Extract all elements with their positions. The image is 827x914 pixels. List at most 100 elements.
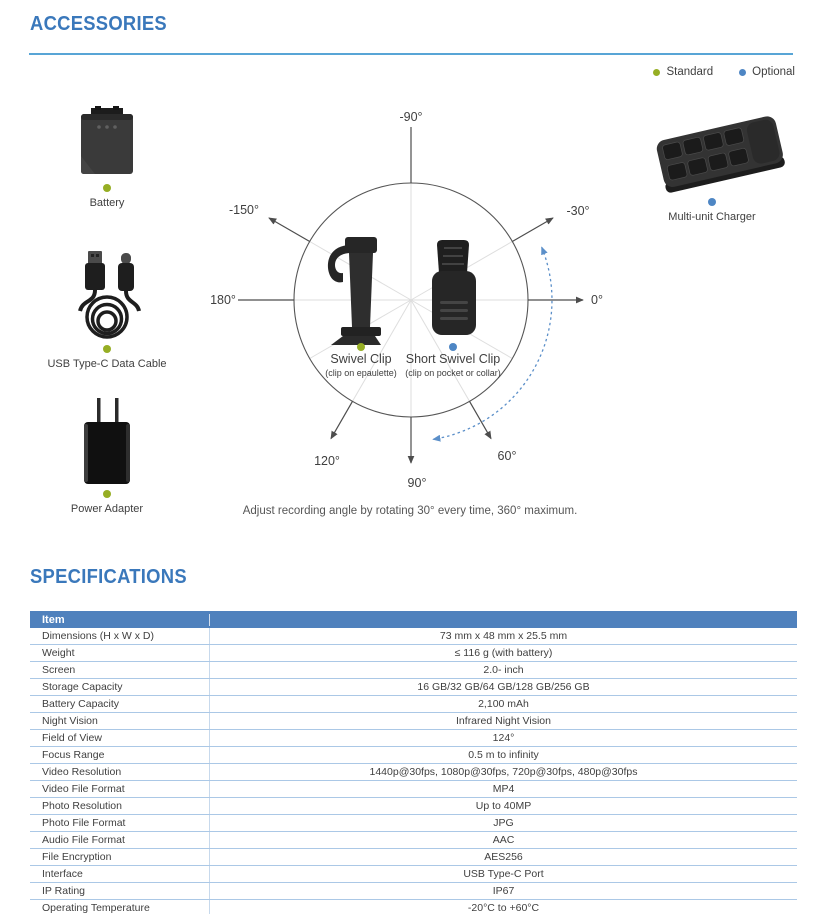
spec-item-cell: Video Resolution	[30, 764, 210, 780]
spec-value-cell: JPG	[493, 817, 514, 829]
spec-value-cell: 16 GB/32 GB/64 GB/128 GB/256 GB	[417, 681, 590, 693]
specifications-table: Item Dimensions (H x W x D) 73 mm x 48 m…	[30, 611, 797, 914]
swivel-clip-standard-dot-icon	[357, 343, 365, 351]
spec-value-cell: AES256	[484, 851, 523, 863]
spec-item-cell: Battery Capacity	[30, 696, 210, 712]
spec-row: Dimensions (H x W x D) 73 mm x 48 mm x 2…	[30, 628, 797, 645]
spec-row: Video Resolution 1440p@30fps, 1080p@30fp…	[30, 764, 797, 781]
spec-value-cell: IP67	[492, 885, 515, 897]
spec-row: IP Rating IP67	[30, 883, 797, 900]
legend-standard-label: Standard	[666, 66, 714, 78]
power-adapter-image	[84, 398, 130, 484]
spec-item-cell: Photo Resolution	[30, 798, 210, 814]
spec-row: Audio File Format AAC	[30, 832, 797, 849]
spec-item-cell: Interface	[30, 866, 210, 882]
spec-value-cell: ≤ 116 g (with battery)	[454, 647, 553, 659]
spec-value-cell: Up to 40MP	[475, 800, 532, 812]
angle-label-0: 0°	[591, 293, 603, 307]
spec-value-cell: USB Type-C Port	[463, 868, 544, 880]
spec-row: Field of View 124°	[30, 730, 797, 747]
short-swivel-clip-image	[432, 240, 476, 335]
spec-item-cell: Night Vision	[30, 713, 210, 729]
short-swivel-clip-label: Short Swivel Clip	[406, 352, 501, 366]
spec-item-cell: Focus Range	[30, 747, 210, 763]
spec-item-cell: Screen	[30, 662, 210, 678]
angle-label-180: 180°	[210, 293, 236, 307]
accessory-usb-cable: USB Type-C Data Cable	[27, 249, 187, 370]
short-swivel-clip-note: (clip on pocket or collar)	[405, 368, 501, 378]
swivel-clip-note: (clip on epaulette)	[325, 368, 397, 378]
short-swivel-clip-optional-dot-icon	[449, 343, 457, 351]
spec-item-cell: IP Rating	[30, 883, 210, 899]
spec-value-cell: 73 mm x 48 mm x 25.5 mm	[439, 630, 568, 642]
spec-value-cell: 2.0- inch	[483, 664, 524, 676]
spec-item-cell: Dimensions (H x W x D)	[30, 628, 210, 644]
spec-row: Battery Capacity 2,100 mAh	[30, 696, 797, 713]
optional-dot-icon	[739, 68, 747, 76]
usb-cable-label: USB Type-C Data Cable	[47, 358, 167, 370]
legend-optional-label: Optional	[752, 66, 795, 78]
angle-label-120: 120°	[314, 454, 340, 468]
spec-value-cell: 1440p@30fps, 1080p@30fps, 720p@30fps, 48…	[369, 766, 638, 778]
spec-item-cell: Storage Capacity	[30, 679, 210, 695]
standard-dot-icon	[653, 68, 661, 76]
angle-label-minus-30: -30°	[566, 204, 589, 218]
power-adapter-standard-dot-icon	[103, 490, 111, 498]
battery-label: Battery	[89, 197, 125, 209]
accessory-power-adapter: Power Adapter	[27, 398, 187, 515]
spec-row: Weight ≤ 116 g (with battery)	[30, 645, 797, 662]
battery-image	[81, 106, 133, 174]
spec-row: File Encryption AES256	[30, 849, 797, 866]
spec-header-item: Item	[30, 613, 210, 626]
usb-cable-image	[78, 251, 141, 339]
spec-item-cell: Audio File Format	[30, 832, 210, 848]
multi-unit-charger-optional-dot-icon	[708, 198, 716, 206]
spec-value-cell: 124°	[492, 732, 515, 744]
power-adapter-label: Power Adapter	[70, 503, 144, 515]
accessories-title: ACCESSORIES	[30, 13, 167, 35]
spec-row: Video File Format MP4	[30, 781, 797, 798]
spec-row: Screen 2.0- inch	[30, 662, 797, 679]
spec-row: Photo File Format JPG	[30, 815, 797, 832]
spec-item-cell: Video File Format	[30, 781, 210, 797]
usb-cable-standard-dot-icon	[103, 345, 111, 353]
angle-label-60: 60°	[498, 449, 517, 463]
spec-value-cell: 0.5 m to infinity	[468, 749, 539, 761]
accessory-battery: Battery	[27, 106, 187, 209]
rotation-diagram-image: -90° -150° -30° 180° 0° 120° 90° 60°	[210, 110, 603, 490]
spec-row: Photo Resolution Up to 40MP	[30, 798, 797, 815]
specifications-title: SPECIFICATIONS	[30, 566, 187, 588]
spec-row: Focus Range 0.5 m to infinity	[30, 747, 797, 764]
spec-value-cell: -20°C to +60°C	[467, 902, 540, 914]
spec-row: Night Vision Infrared Night Vision	[30, 713, 797, 730]
spec-value-cell: 2,100 mAh	[478, 698, 529, 710]
spec-item-cell: Field of View	[30, 730, 210, 746]
angle-label-minus-150: -150°	[229, 203, 259, 217]
rotation-angle-diagram: -90° -150° -30° 180° 0° 120° 90° 60°	[185, 95, 635, 515]
multi-unit-charger-image	[656, 116, 785, 193]
swivel-clip-label: Swivel Clip	[330, 352, 391, 366]
spec-row: Storage Capacity 16 GB/32 GB/64 GB/128 G…	[30, 679, 797, 696]
spec-row: Interface USB Type-C Port	[30, 866, 797, 883]
spec-value-cell: AAC	[492, 834, 515, 846]
angle-label-90: 90°	[408, 476, 427, 490]
multi-unit-charger-label: Multi-unit Charger	[668, 211, 756, 223]
accessory-multi-unit-charger: Multi-unit Charger	[632, 112, 792, 223]
legend-optional: Optional	[739, 66, 795, 78]
spec-value-cell: Infrared Night Vision	[456, 715, 551, 727]
legend: Standard Optional	[653, 66, 795, 78]
angle-label-minus-90: -90°	[399, 110, 422, 124]
diagram-caption: Adjust recording angle by rotating 30° e…	[242, 505, 578, 517]
spec-value-cell: MP4	[492, 783, 515, 795]
spec-item-cell: Weight	[30, 645, 210, 661]
spec-table-header: Item	[30, 611, 797, 628]
legend-standard: Standard	[653, 66, 713, 78]
rotation-arc	[432, 246, 553, 442]
section-divider	[29, 53, 793, 55]
swivel-clip-image	[327, 237, 381, 345]
battery-standard-dot-icon	[103, 184, 111, 192]
spec-item-cell: Operating Temperature	[30, 900, 210, 914]
spec-item-cell: File Encryption	[30, 849, 210, 865]
spec-row: Operating Temperature -20°C to +60°C	[30, 900, 797, 914]
